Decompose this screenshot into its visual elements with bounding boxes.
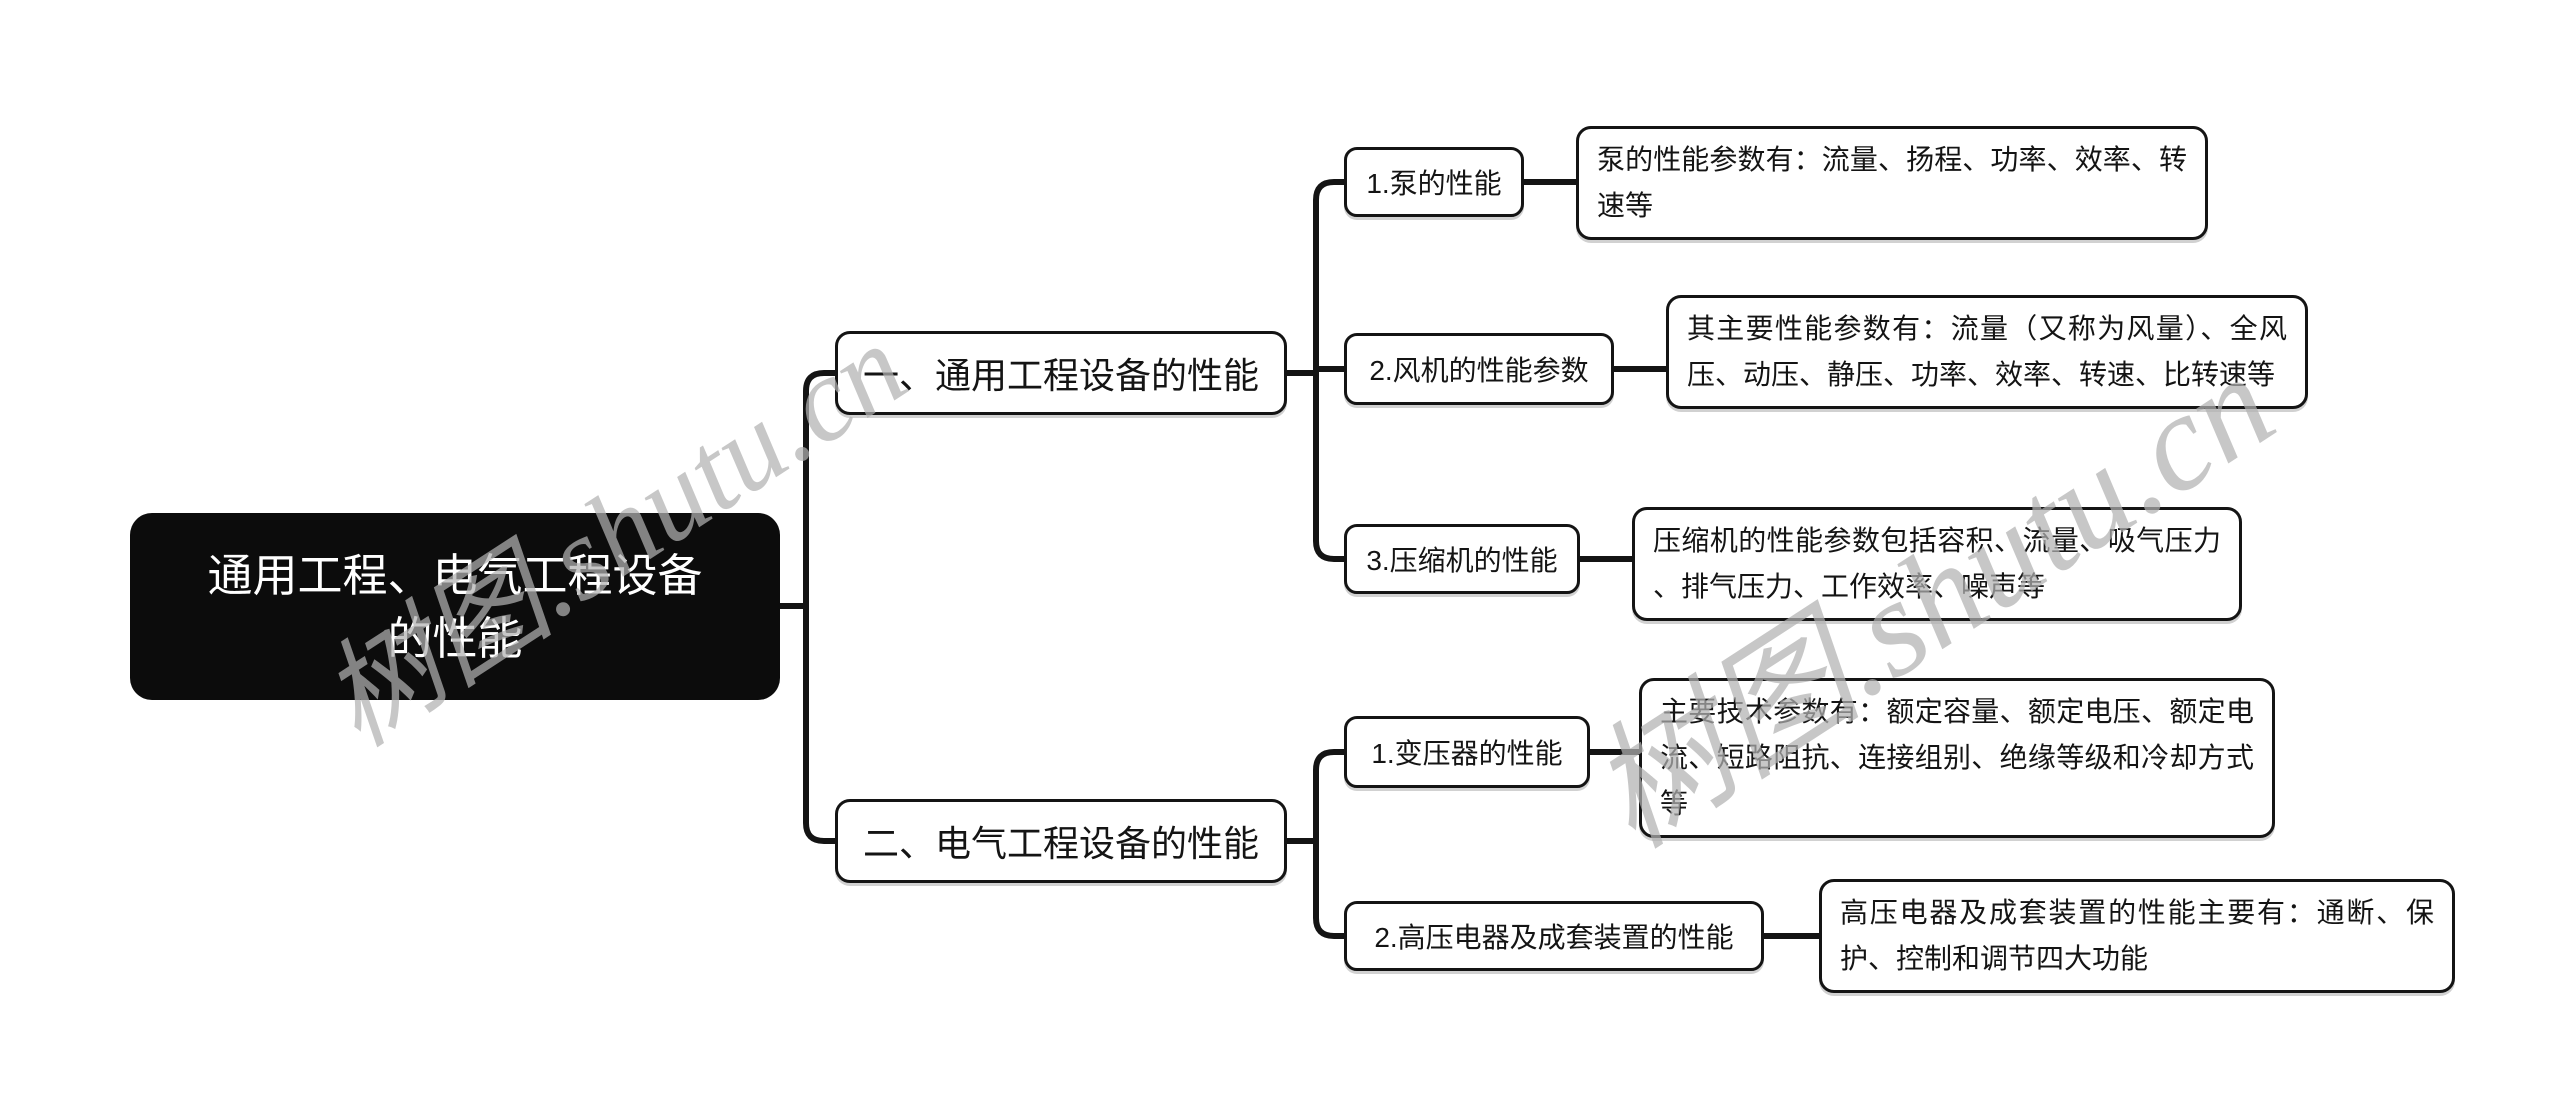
branch-label: 二、电气工程设备的性能 <box>862 823 1259 864</box>
root-label: 通用工程、电气工程设备的性能 <box>207 549 703 664</box>
child-node-pump[interactable]: 1.泵的性能 <box>1344 147 1524 217</box>
connector-trunk-branch2 <box>1313 749 1346 939</box>
desc-node-hv-apparatus[interactable]: 高压电器及成套装置的性能主要有：通断、保护、控制和调节四大功能 <box>1819 879 2455 993</box>
desc-node-fan[interactable]: 其主要性能参数有：流量（又称为风量）、全风压、动压、静压、功率、效率、转速、比转… <box>1666 295 2308 409</box>
child-label: 3.压缩机的性能 <box>1366 545 1558 576</box>
child-label: 1.泵的性能 <box>1366 168 1502 199</box>
root-node[interactable]: 通用工程、电气工程设备的性能 <box>130 513 780 700</box>
child-node-hv-apparatus[interactable]: 2.高压电器及成套装置的性能 <box>1344 901 1764 971</box>
branch-node-general-equipment[interactable]: 一、通用工程设备的性能 <box>835 331 1287 415</box>
child-label: 1.变压器的性能 <box>1371 738 1563 769</box>
child-label: 2.高压电器及成套装置的性能 <box>1374 922 1734 953</box>
connector-trunk-root <box>803 370 835 844</box>
desc-node-pump[interactable]: 泵的性能参数有：流量、扬程、功率、效率、转速等 <box>1576 126 2208 240</box>
desc-node-transformer[interactable]: 主要技术参数有：额定容量、额定电压、额定电流、短路阻抗、连接组别、绝缘等级和冷却… <box>1639 678 2275 838</box>
desc-node-compressor[interactable]: 压缩机的性能参数包括容积、流量、吸气压力、排气压力、工作效率、噪声等 <box>1632 507 2242 621</box>
child-label: 2.风机的性能参数 <box>1369 355 1589 386</box>
child-node-fan[interactable]: 2.风机的性能参数 <box>1344 333 1614 405</box>
child-node-transformer[interactable]: 1.变压器的性能 <box>1344 716 1590 788</box>
child-node-compressor[interactable]: 3.压缩机的性能 <box>1344 524 1580 594</box>
branch-node-electrical-equipment[interactable]: 二、电气工程设备的性能 <box>835 799 1287 883</box>
branch-label: 一、通用工程设备的性能 <box>862 355 1259 396</box>
